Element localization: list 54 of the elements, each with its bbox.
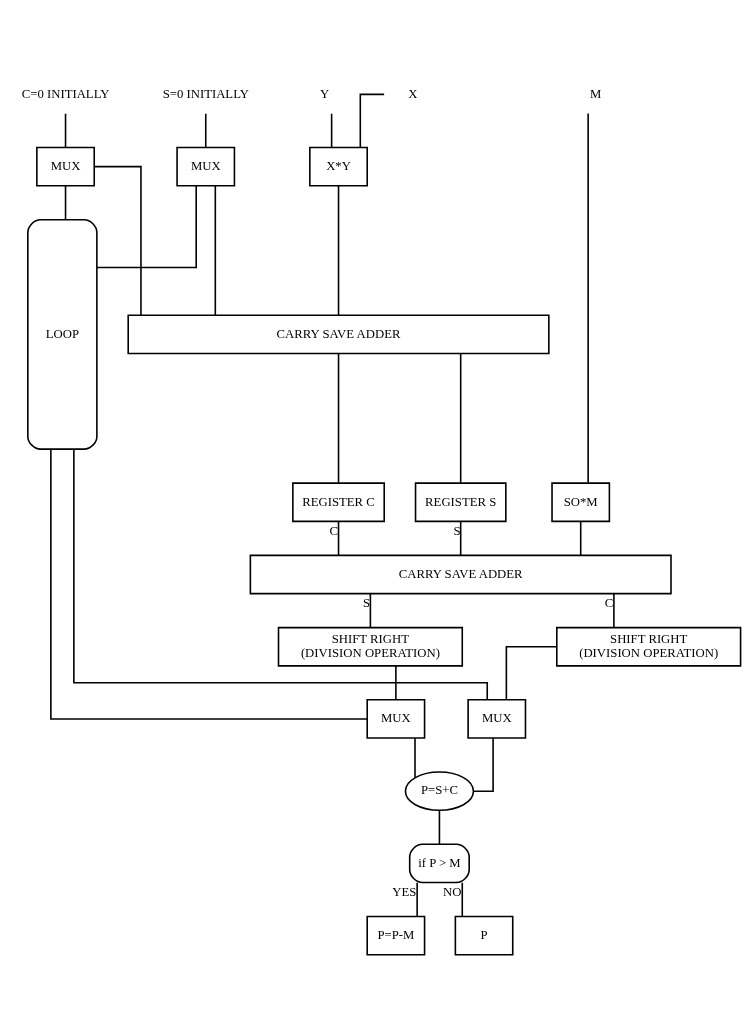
connector <box>330 112 333 148</box>
connector <box>459 352 462 484</box>
connector <box>64 185 67 221</box>
node-box: MUX <box>176 146 236 187</box>
node-box: MUX <box>366 699 426 739</box>
node-text: S=0 INITIALLY <box>162 86 249 101</box>
node-box: REGISTER S <box>414 482 507 523</box>
node-ellipse: P=S+C <box>404 771 475 812</box>
connector <box>50 448 368 720</box>
connector <box>64 112 67 148</box>
node-box: P=P-M <box>366 915 426 956</box>
node-box: MUX <box>36 146 95 187</box>
connector <box>416 881 418 918</box>
node-box: SO*M <box>551 482 611 523</box>
node-box: MUX <box>467 699 527 739</box>
connector <box>438 809 441 845</box>
connector <box>461 881 464 918</box>
connector <box>579 520 582 556</box>
connector <box>369 593 372 629</box>
connector <box>414 737 416 779</box>
connector <box>359 93 385 149</box>
connector <box>73 448 489 701</box>
connector <box>93 165 142 316</box>
connector <box>472 737 494 792</box>
node-box: CARRY SAVE ADDER <box>127 314 550 355</box>
node-box: REGISTER C <box>292 482 385 523</box>
connector <box>395 665 397 701</box>
edge-label: C <box>329 523 338 538</box>
node-box: SHIFT RIGHT (DIVISION OPERATION) <box>277 626 464 667</box>
node-text: Y <box>320 86 330 101</box>
connector <box>337 185 340 316</box>
connector <box>214 185 217 316</box>
node-box: if P > M <box>408 843 470 884</box>
node-box: P <box>454 915 514 956</box>
connector <box>613 593 615 629</box>
connector <box>96 185 197 269</box>
node-box: LOOP <box>27 218 98 450</box>
node-text: M <box>589 86 602 101</box>
connector <box>204 112 207 148</box>
node-box: SHIFT RIGHT (DIVISION OPERATION) <box>556 626 742 667</box>
node-text: X <box>408 86 418 101</box>
node-text: C=0 INITIALLY <box>21 86 110 101</box>
connector <box>459 520 462 556</box>
edge-label: NO <box>442 884 462 899</box>
node-box: CARRY SAVE ADDER <box>249 554 672 595</box>
edge-label: YES <box>392 884 417 899</box>
edge-label: S <box>453 523 461 538</box>
connector <box>505 645 558 701</box>
edge-label: S <box>363 595 371 610</box>
connector <box>587 112 589 484</box>
connector <box>337 352 340 484</box>
node-box: X*Y <box>309 146 368 187</box>
edge-label: C <box>604 595 614 610</box>
connector <box>337 520 340 556</box>
